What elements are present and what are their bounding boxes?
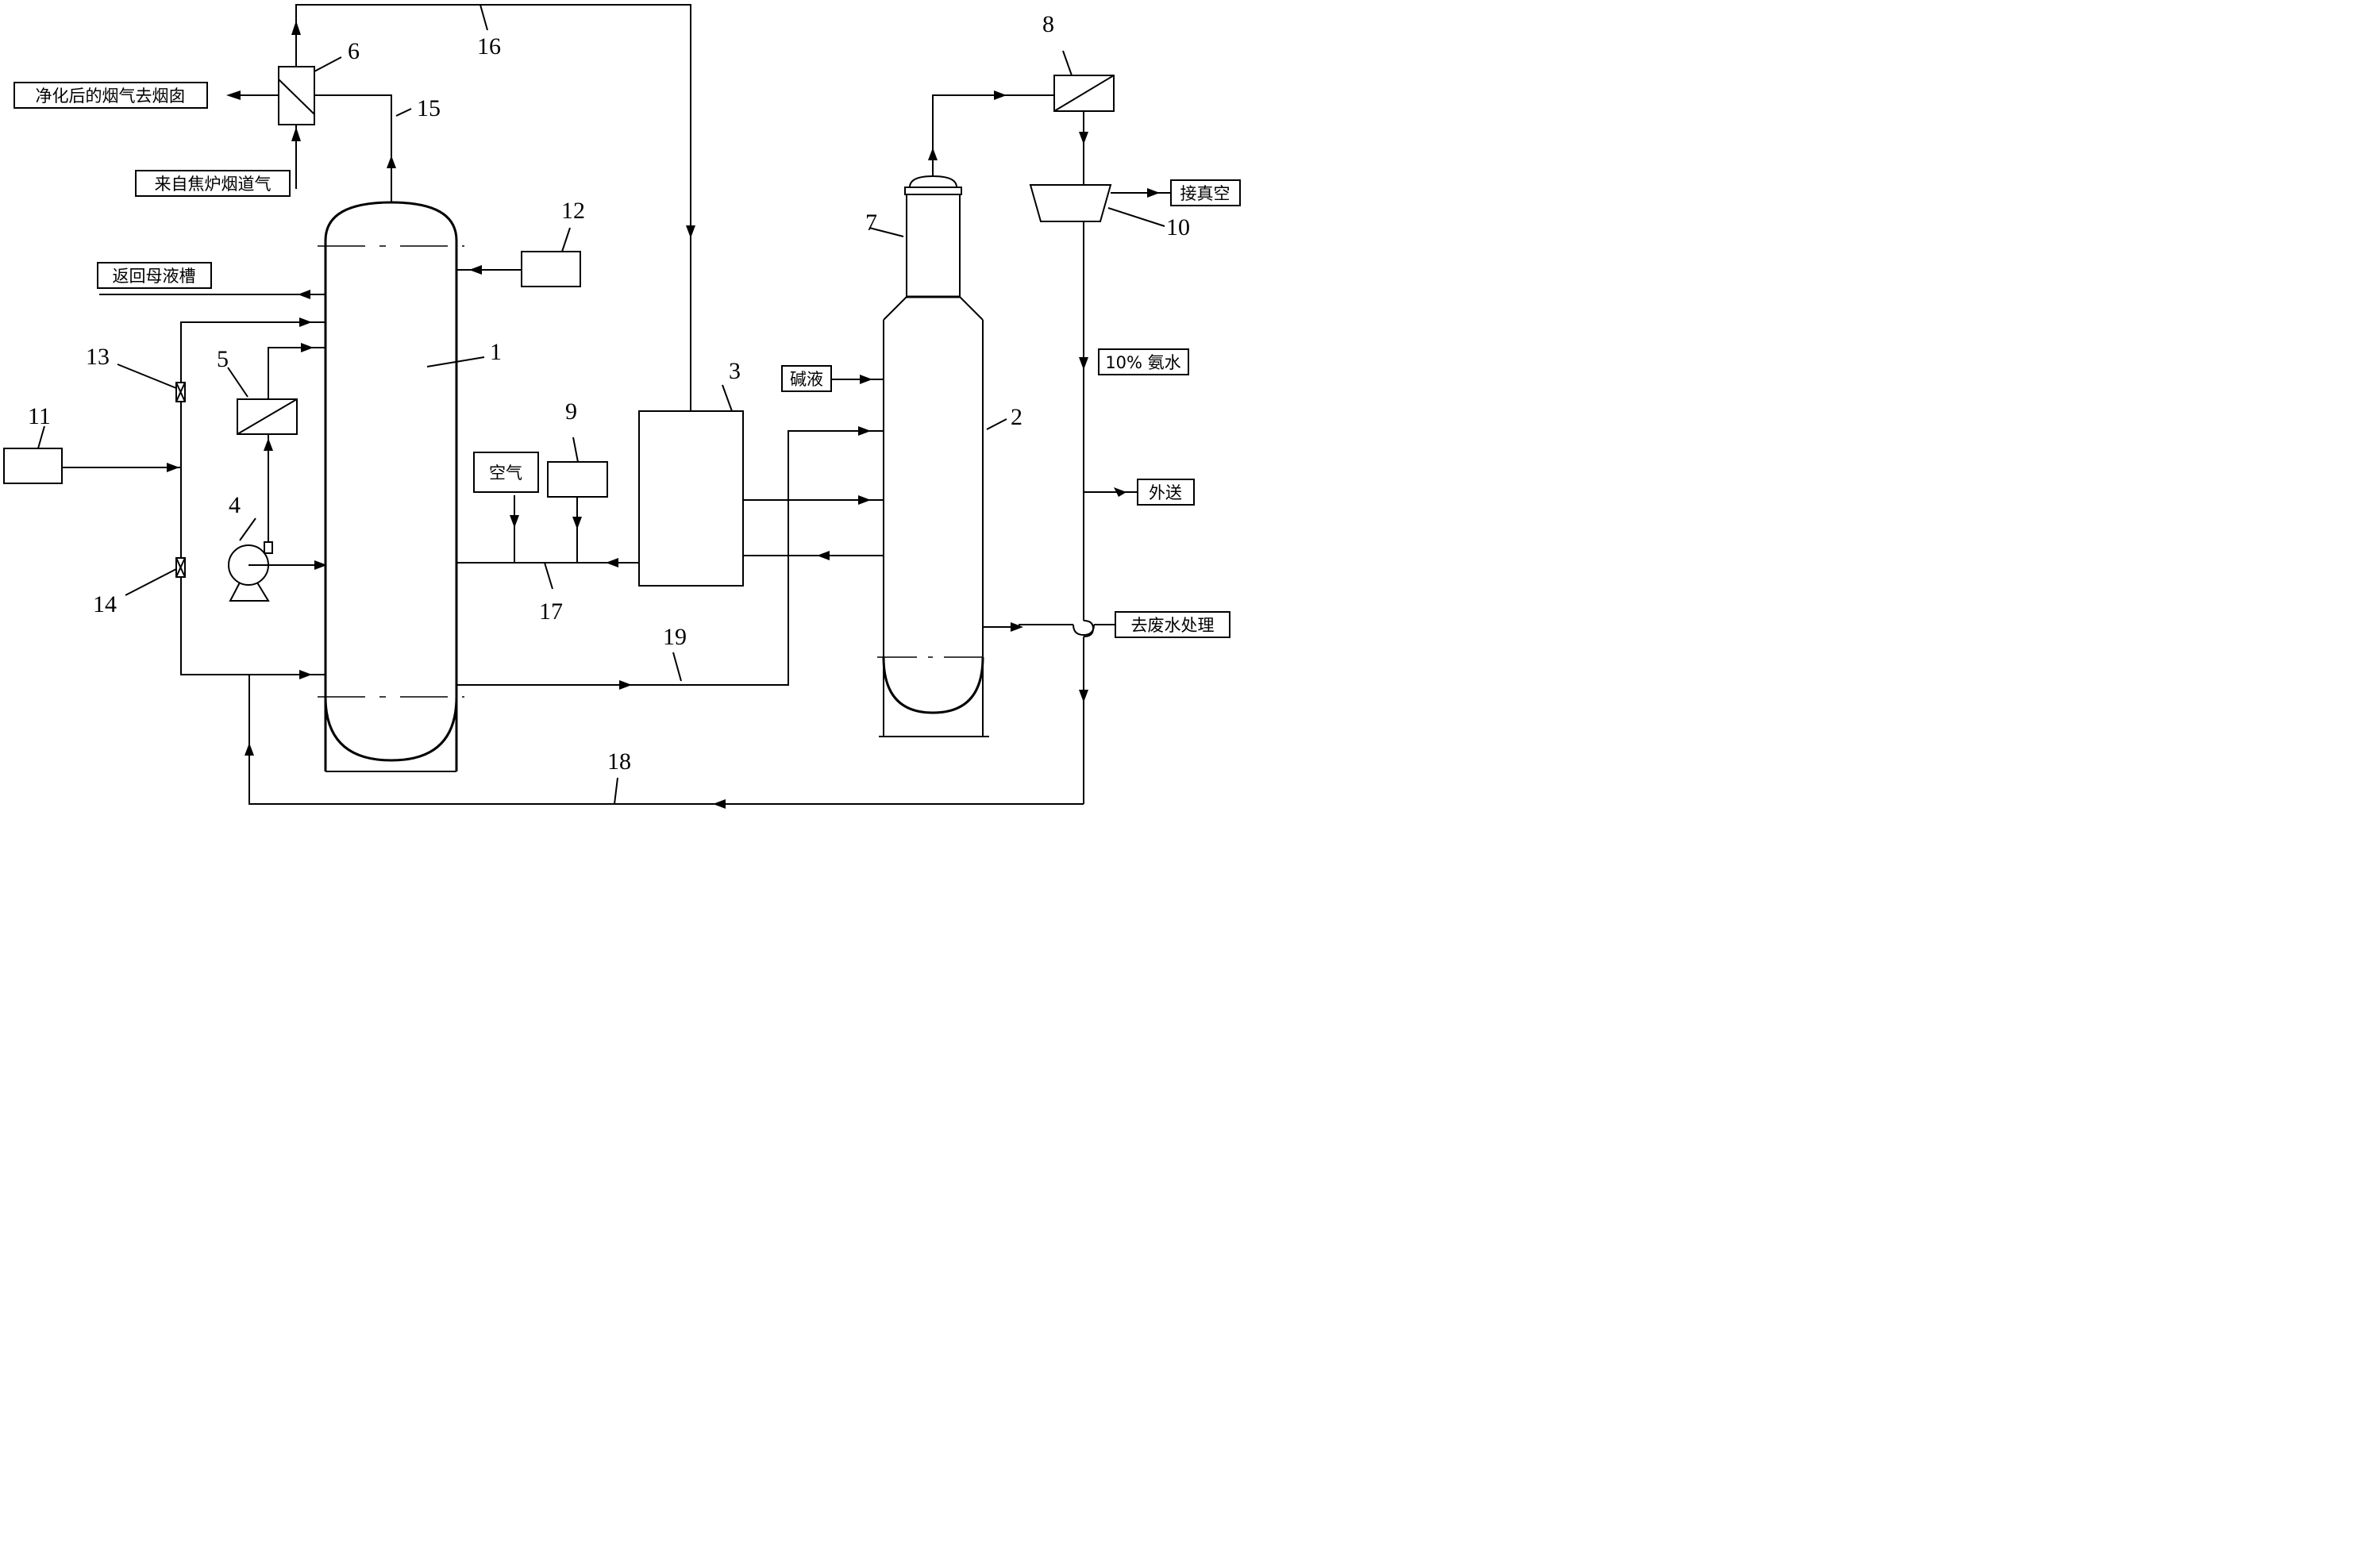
vessel-2: [877, 175, 989, 737]
vacuum-pump-10: [1029, 184, 1112, 222]
label-flue-gas-text: 来自焦炉烟道气: [155, 175, 272, 194]
label-7: 7: [865, 210, 877, 236]
label-16: 16: [477, 33, 501, 60]
label-13: 13: [86, 344, 110, 370]
number-labels: 1 2 3 4 5 6 7 8 9 10 11 12 13 14 15 16 1…: [28, 11, 1190, 775]
label-air-text: 空气: [489, 464, 522, 483]
label-11: 11: [28, 403, 51, 429]
label-flue-gas: 来自焦炉烟道气: [135, 170, 291, 197]
label-air: 空气: [473, 452, 539, 493]
label-ammonia: 10% 氨水: [1098, 348, 1189, 375]
label-17: 17: [539, 598, 563, 625]
heat-exchanger-5: [237, 398, 298, 435]
label-6: 6: [348, 38, 360, 64]
label-8: 8: [1042, 11, 1054, 37]
label-15: 15: [417, 95, 441, 121]
label-purified-gas-text: 净化后的烟气去烟囱: [36, 87, 186, 106]
unit-11-box: [3, 448, 63, 484]
label-18: 18: [607, 748, 631, 775]
label-3: 3: [729, 358, 741, 384]
leader-lines: [37, 4, 1165, 805]
label-5: 5: [217, 346, 229, 372]
label-4: 4: [229, 492, 241, 518]
label-1: 1: [490, 339, 502, 365]
heat-exchanger-8: [1053, 75, 1115, 112]
label-alkali: 碱液: [781, 365, 832, 392]
unit-3-box: [638, 410, 744, 587]
label-wastewater-text: 去废水处理: [1131, 616, 1215, 635]
label-14: 14: [93, 591, 117, 617]
label-19: 19: [663, 624, 687, 650]
pump-4: [228, 541, 327, 602]
label-return-tank-text: 返回母液槽: [113, 267, 196, 286]
label-vacuum-text: 接真空: [1180, 184, 1230, 203]
unit-12-box: [521, 251, 581, 287]
label-ammonia-text: 10% 氨水: [1105, 353, 1180, 372]
label-10: 10: [1166, 214, 1190, 240]
pipelines: [62, 4, 1171, 809]
valve-13: [175, 382, 186, 402]
label-purified-gas: 净化后的烟气去烟囱: [13, 82, 208, 109]
label-export-text: 外送: [1149, 483, 1182, 502]
label-wastewater: 去废水处理: [1115, 611, 1230, 638]
label-2: 2: [1011, 404, 1022, 430]
label-return-tank: 返回母液槽: [97, 262, 212, 289]
label-export: 外送: [1137, 479, 1195, 506]
valve-14: [175, 557, 186, 578]
label-12: 12: [561, 198, 585, 224]
heat-exchanger-6: [278, 66, 315, 125]
process-flow-diagram: 净化后的烟气去烟囱 来自焦炉烟道气 返回母液槽 碱液 空气 接真空 10% 氨水…: [3, 4, 1241, 809]
unit-9-box: [547, 461, 608, 498]
label-9: 9: [565, 398, 577, 425]
vessel-1: [318, 201, 464, 772]
label-alkali-text: 碱液: [790, 370, 823, 389]
label-vacuum: 接真空: [1170, 179, 1241, 206]
